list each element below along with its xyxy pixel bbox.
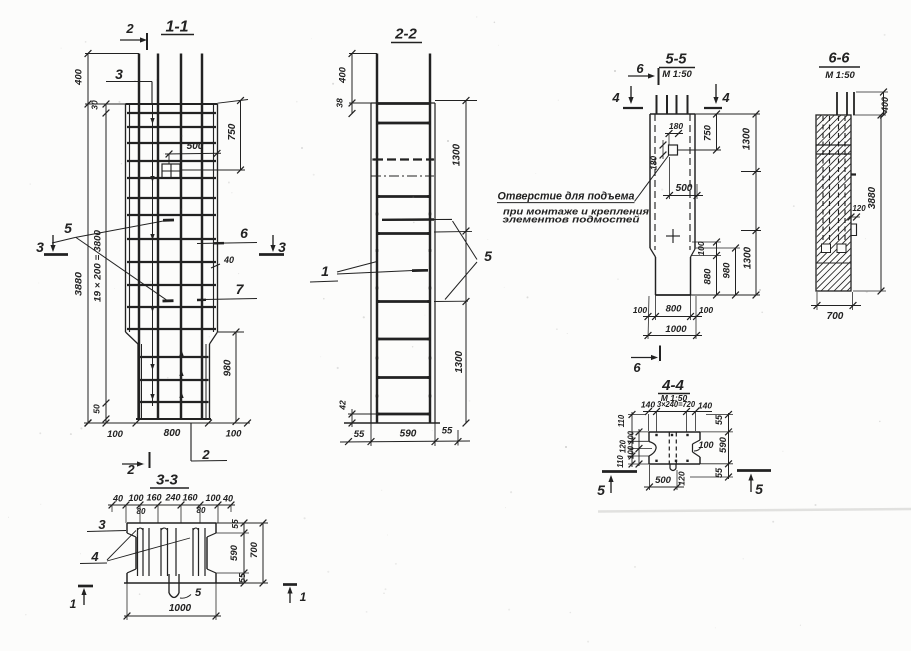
svg-text:120: 120 <box>619 439 628 453</box>
svg-text:1: 1 <box>300 590 307 604</box>
svg-text:120: 120 <box>852 204 866 213</box>
svg-text:980: 980 <box>223 359 234 376</box>
svg-text:5: 5 <box>597 482 605 498</box>
svg-text:1300: 1300 <box>742 127 753 150</box>
svg-text:2: 2 <box>126 462 135 477</box>
svg-text:5: 5 <box>484 248 492 264</box>
svg-text:1300: 1300 <box>454 350 465 373</box>
svg-text:100: 100 <box>128 493 143 503</box>
svg-text:40: 40 <box>222 494 233 504</box>
svg-text:1000: 1000 <box>169 603 192 614</box>
svg-text:100: 100 <box>633 305 647 315</box>
svg-text:590: 590 <box>229 544 240 561</box>
svg-text:2: 2 <box>201 447 210 462</box>
svg-text:М 1:50: М 1:50 <box>661 393 688 403</box>
svg-text:6: 6 <box>633 360 641 375</box>
svg-text:100: 100 <box>627 445 636 459</box>
svg-text:55: 55 <box>230 519 240 529</box>
svg-text:160: 160 <box>146 493 161 503</box>
svg-text:120: 120 <box>677 471 687 485</box>
svg-text:42: 42 <box>338 400 348 411</box>
svg-text:7: 7 <box>236 281 245 297</box>
svg-text:100: 100 <box>699 305 713 315</box>
svg-text:3×240=720: 3×240=720 <box>657 399 695 409</box>
svg-text:100: 100 <box>627 430 636 444</box>
svg-text:30: 30 <box>90 100 100 110</box>
svg-text:500: 500 <box>655 475 672 486</box>
svg-text:750: 750 <box>227 123 238 140</box>
svg-text:1-1: 1-1 <box>165 19 188 36</box>
svg-text:элементов подмостей: элементов подмостей <box>503 215 640 226</box>
svg-text:140: 140 <box>698 401 712 411</box>
svg-text:3880: 3880 <box>74 271 85 296</box>
svg-text:80: 80 <box>137 507 146 516</box>
svg-text:4: 4 <box>90 549 99 564</box>
svg-text:5: 5 <box>64 220 72 236</box>
svg-text:5: 5 <box>755 481 763 497</box>
svg-text:800: 800 <box>666 304 683 315</box>
svg-text:55: 55 <box>442 426 453 437</box>
svg-text:100: 100 <box>698 440 713 450</box>
svg-text:3: 3 <box>115 66 123 82</box>
svg-text:700: 700 <box>827 311 844 322</box>
svg-text:50: 50 <box>92 404 102 414</box>
svg-text:55: 55 <box>714 414 724 425</box>
svg-text:3: 3 <box>36 239 44 255</box>
svg-text:3: 3 <box>278 239 286 255</box>
svg-text:100: 100 <box>226 429 243 440</box>
svg-text:400: 400 <box>880 97 890 113</box>
svg-text:3: 3 <box>98 517 106 532</box>
svg-text:3880: 3880 <box>867 186 878 209</box>
svg-text:5-5: 5-5 <box>666 52 688 68</box>
svg-text:180: 180 <box>649 156 659 170</box>
svg-text:1: 1 <box>321 263 329 279</box>
svg-text:400: 400 <box>338 66 349 84</box>
svg-text:М 1:50: М 1:50 <box>825 70 855 81</box>
svg-text:4: 4 <box>721 90 730 105</box>
svg-text:1000: 1000 <box>665 324 687 335</box>
svg-text:1300: 1300 <box>452 143 463 166</box>
svg-text:980: 980 <box>722 262 733 279</box>
svg-text:500: 500 <box>187 141 204 152</box>
svg-text:140: 140 <box>641 400 655 410</box>
svg-text:55: 55 <box>237 573 247 583</box>
svg-text:110: 110 <box>616 455 625 468</box>
svg-text:38: 38 <box>335 98 345 108</box>
svg-text:1300: 1300 <box>743 246 754 269</box>
svg-text:4: 4 <box>611 90 620 105</box>
svg-text:590: 590 <box>718 436 729 453</box>
svg-text:590: 590 <box>400 429 417 440</box>
svg-text:6-6: 6-6 <box>829 51 851 67</box>
svg-text:19 × 200 = 3800: 19 × 200 = 3800 <box>93 230 103 302</box>
svg-text:2-2: 2-2 <box>394 26 417 43</box>
svg-text:4-4: 4-4 <box>661 377 684 394</box>
svg-text:880: 880 <box>703 268 714 285</box>
svg-text:180: 180 <box>669 121 683 131</box>
svg-text:6: 6 <box>636 61 644 76</box>
svg-text:800: 800 <box>164 428 181 439</box>
svg-text:240: 240 <box>164 493 180 503</box>
svg-text:100: 100 <box>107 429 124 440</box>
svg-text:700: 700 <box>249 541 260 558</box>
svg-text:40: 40 <box>112 494 123 504</box>
svg-text:М 1:50: М 1:50 <box>662 69 692 80</box>
svg-text:110: 110 <box>617 414 626 427</box>
svg-text:при монтаже и крепления: при монтаже и крепления <box>503 207 649 218</box>
svg-text:160: 160 <box>182 493 197 503</box>
svg-text:6: 6 <box>240 225 248 241</box>
svg-text:5: 5 <box>195 587 202 599</box>
svg-text:3-3: 3-3 <box>156 472 178 489</box>
svg-text:400: 400 <box>74 68 85 86</box>
svg-text:750: 750 <box>703 124 714 141</box>
svg-text:500: 500 <box>676 183 693 194</box>
svg-text:2: 2 <box>125 21 134 36</box>
svg-text:100: 100 <box>205 493 220 503</box>
svg-text:55: 55 <box>714 467 724 478</box>
svg-text:80: 80 <box>197 506 206 515</box>
svg-text:40: 40 <box>223 255 234 265</box>
svg-text:Отверстие для подъема: Отверстие для подъема <box>498 191 635 203</box>
svg-text:1: 1 <box>70 597 77 611</box>
svg-text:55: 55 <box>354 429 365 440</box>
